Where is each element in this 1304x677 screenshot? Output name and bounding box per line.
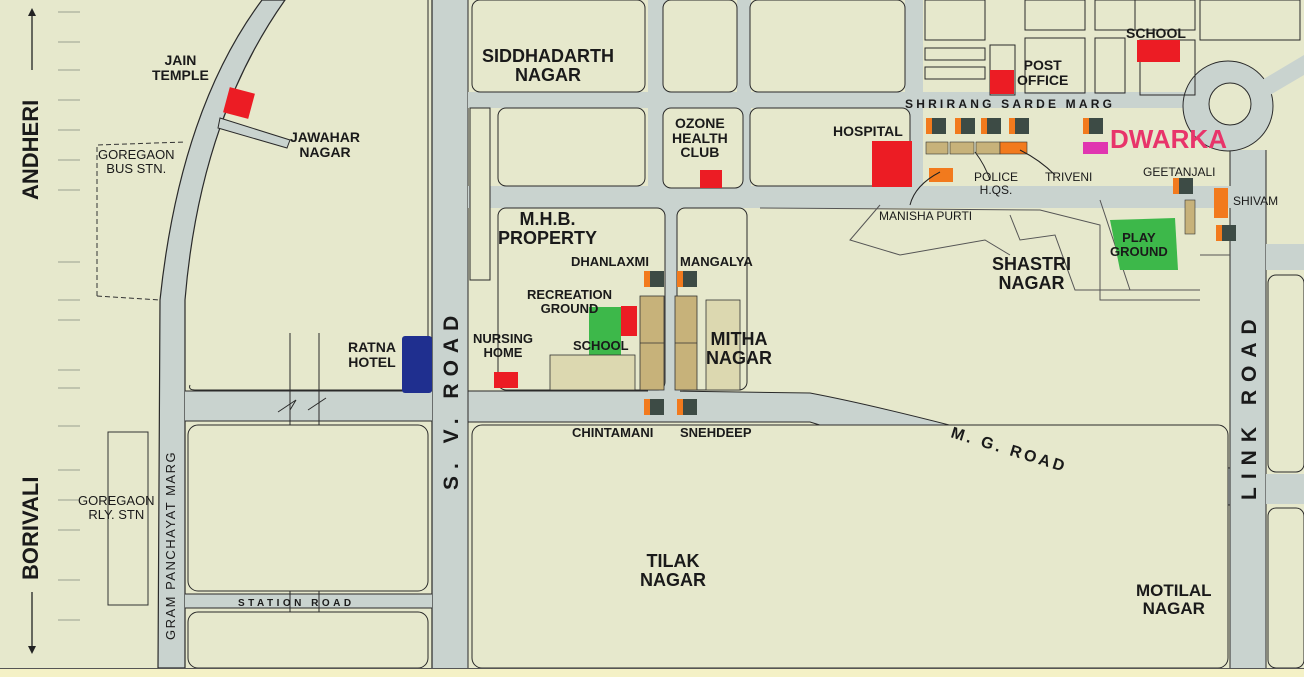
city-blocks: [187, 0, 1304, 668]
label-manisha-purti: MANISHA PURTI: [879, 209, 973, 223]
building-icons: [644, 118, 1236, 415]
arrow-down-icon: [28, 592, 36, 654]
andheri-label: ANDHERI: [18, 99, 43, 200]
label-dhanlaxmi: DHANLAXMI: [571, 254, 649, 269]
play-ground-green: [1110, 218, 1178, 270]
dwarka-project-label: DWARKA: [1110, 124, 1227, 154]
label-chintamani: CHINTAMANI: [572, 425, 654, 440]
school-mid-marker: [621, 306, 637, 336]
label-triveni: TRIVENI: [1045, 170, 1093, 184]
ratna-hotel-marker: [402, 336, 432, 393]
shrirang-sarde-marg-label: SHRIRANG SARDE MARG: [905, 97, 1115, 111]
label-school-mid: SCHOOL: [573, 338, 629, 353]
direction-andheri: ANDHERI: [18, 100, 44, 200]
gram-panchayat-marg-label: GRAM PANCHAYAT MARG: [163, 450, 178, 640]
footer-strip: [0, 668, 1304, 677]
label-school-top: SCHOOL: [1126, 25, 1186, 41]
jain-temple-marker: [223, 87, 255, 119]
nursing-home-marker: [494, 372, 518, 388]
borivali-label: BORIVALI: [18, 476, 43, 580]
label-snehdeep: SNEHDEEP: [680, 425, 752, 440]
goregaon-rly-stn-block: [107, 431, 149, 606]
sv-road: [432, 0, 468, 668]
recreation-ground-green: [589, 307, 621, 355]
gram-panchayat-marg-road: [157, 0, 286, 668]
label-hospital: HOSPITAL: [833, 123, 903, 139]
arrow-up-icon: [28, 8, 36, 70]
label-shivam: SHIVAM: [1233, 194, 1279, 208]
hospital-marker: [872, 141, 912, 187]
ozone-health-club-marker: [700, 170, 722, 188]
sv-road-label: S. V. ROAD: [440, 308, 463, 490]
label-mangalya: MANGALYA: [680, 254, 753, 269]
post-office-marker: [990, 70, 1014, 94]
school-top-marker: [1137, 40, 1180, 62]
direction-borivali: BORIVALI: [18, 477, 44, 580]
pointer-arrows: [909, 149, 1056, 206]
mitha-nagar-buildings: [549, 295, 741, 391]
margin-ticks: [58, 11, 80, 621]
area-mhb-property: M.H.B.PROPERTY: [498, 209, 598, 248]
link-road-label: LINK ROAD: [1238, 311, 1261, 500]
station-road-label: STATION ROAD: [238, 598, 355, 609]
police-hqs-row: [925, 141, 1228, 235]
dwarka-marker: [1083, 142, 1108, 154]
label-geetanjali: GEETANJALI: [1143, 165, 1216, 179]
